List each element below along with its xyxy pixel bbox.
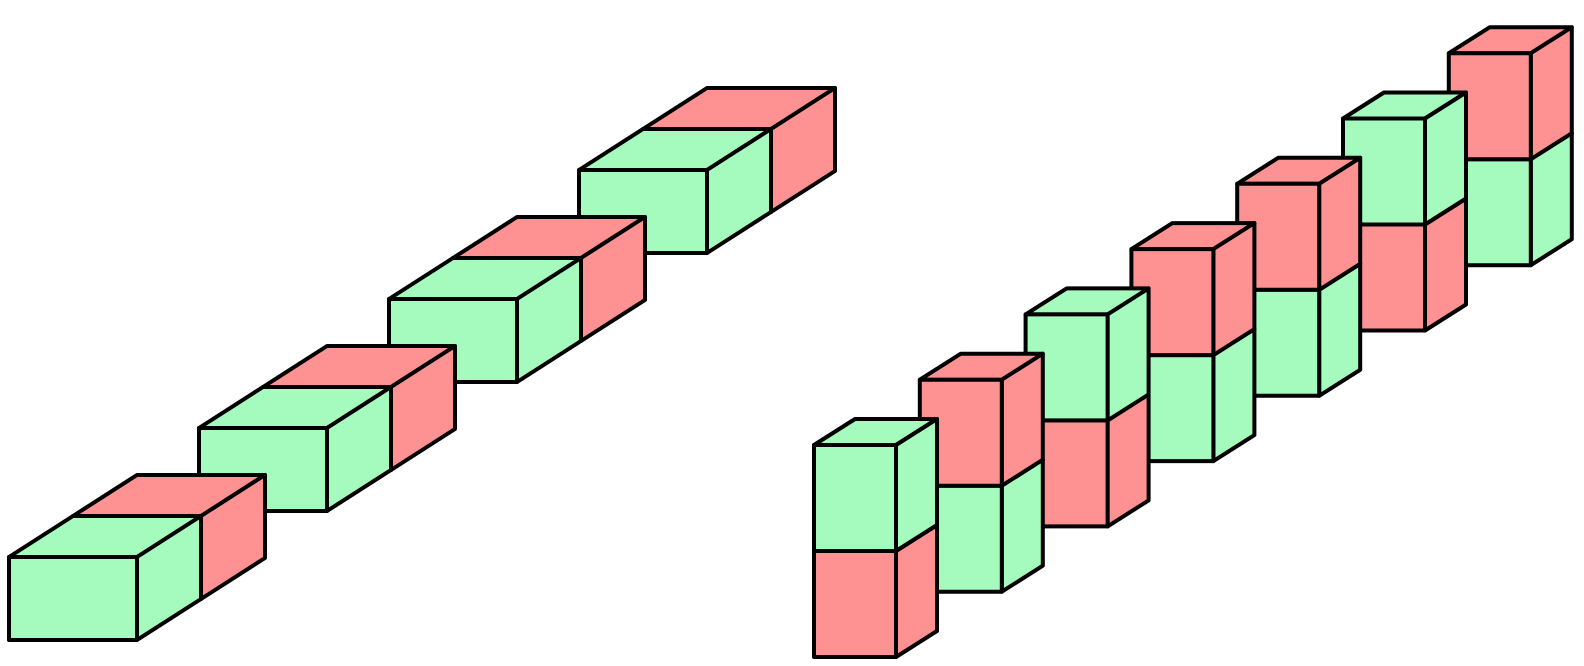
horizontal-dominoes-figure bbox=[9, 88, 835, 640]
vertical-domino-1 bbox=[814, 419, 937, 657]
top-cube-side-face bbox=[1425, 93, 1466, 225]
horizontal-domino-1 bbox=[9, 475, 265, 640]
front-cube-front-face bbox=[9, 557, 137, 640]
top-cube-side-face bbox=[896, 419, 937, 551]
top-cube-side-face bbox=[1002, 354, 1043, 486]
top-cube-side-face bbox=[1531, 27, 1572, 159]
top-cube-front-face bbox=[814, 445, 896, 551]
vertical-dominoes-figure bbox=[814, 27, 1572, 657]
top-cube-side-face bbox=[1108, 288, 1149, 420]
top-cube-side-face bbox=[1319, 158, 1360, 290]
top-cube-side-face bbox=[1213, 223, 1254, 355]
bottom-cube-front-face bbox=[814, 551, 896, 657]
